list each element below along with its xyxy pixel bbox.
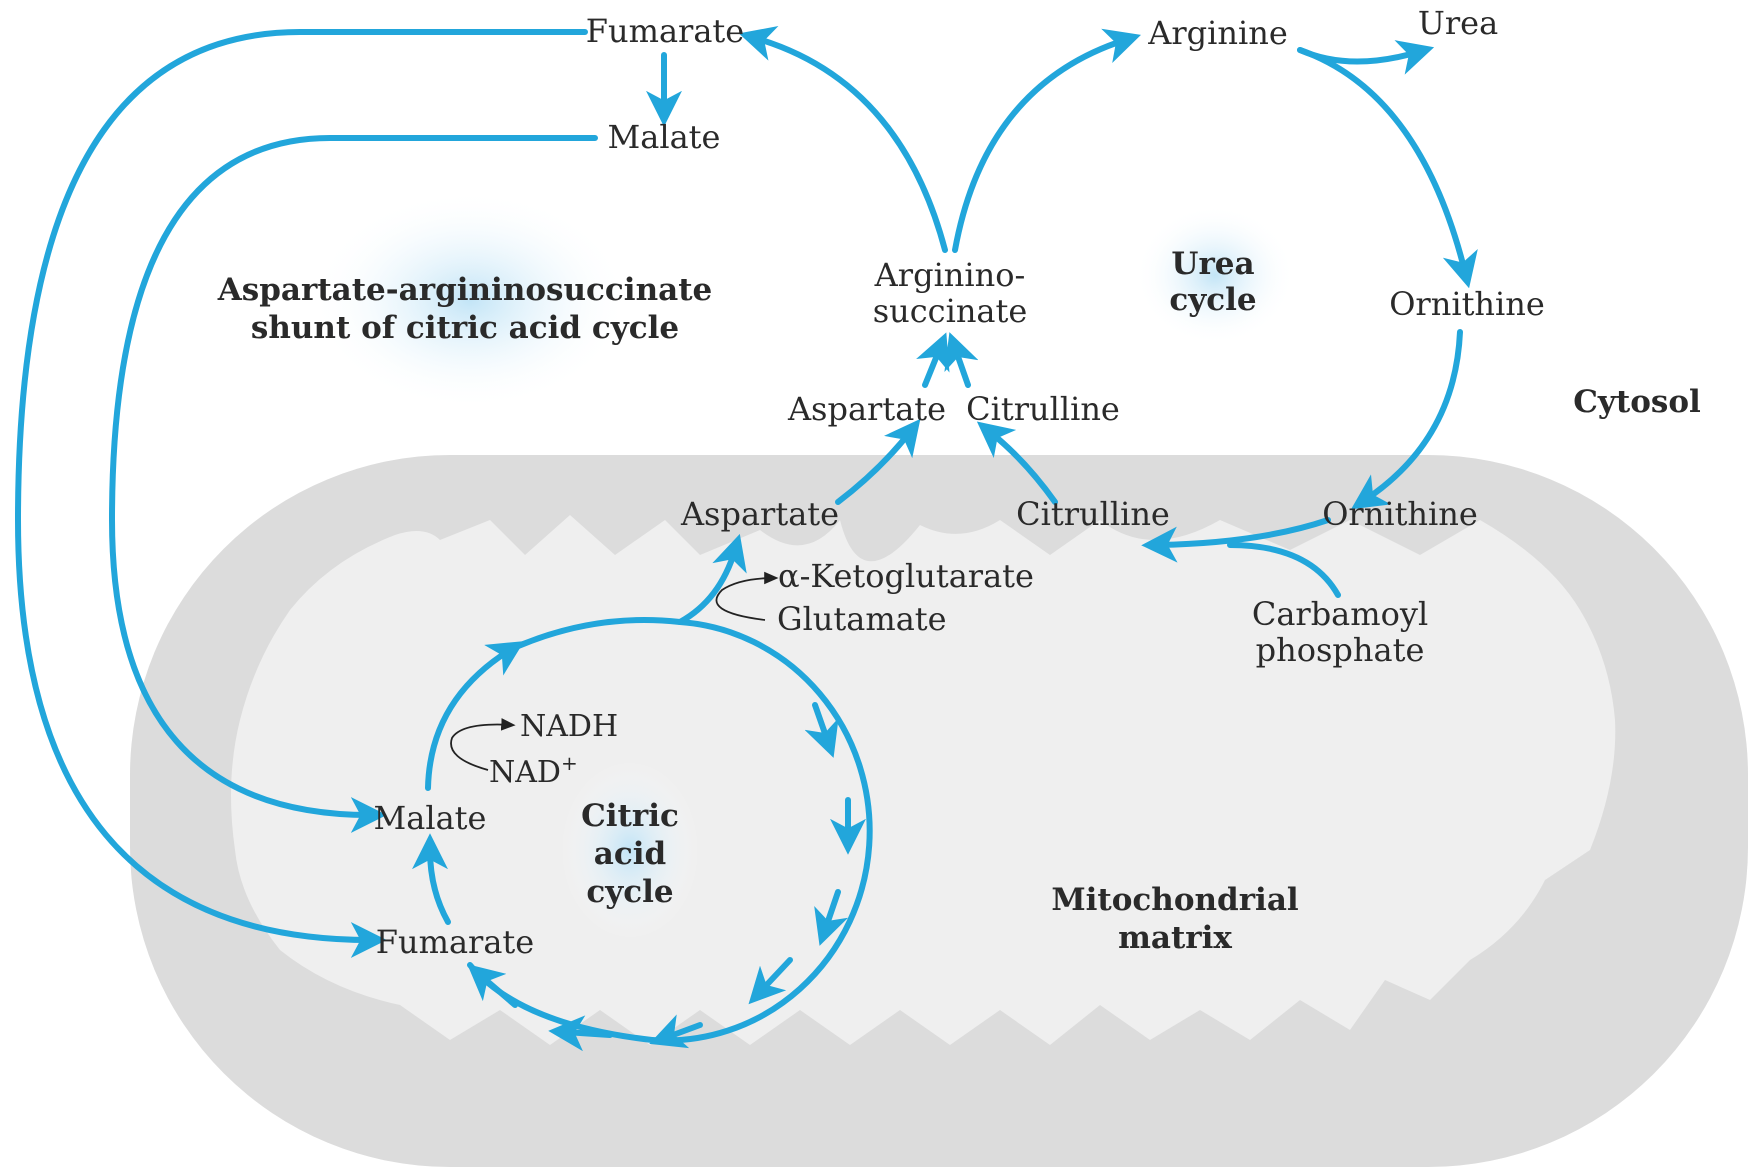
citric-cycle-top: [502, 617, 683, 655]
arrow-aspartate-to-argininosuccinate: [916, 332, 950, 388]
cytosol-citrulline-label: Citrulline: [966, 390, 1120, 428]
cycle-arrowhead-4: [748, 957, 793, 1005]
arrow-citrulline-to-argininosuccinate: [944, 332, 979, 388]
cytosol-aspartate-label: Aspartate: [787, 390, 946, 428]
citric-glow: [560, 760, 700, 940]
citric-cycle-label-line1: Citric: [581, 798, 679, 834]
argininosuccinate-label-line1: Arginino-: [874, 256, 1026, 294]
cytosol-fumarate-label: Fumarate: [586, 12, 744, 50]
urea-cycle-label-line1: Urea: [1171, 246, 1254, 282]
cycle-arrowhead-5: [649, 1014, 703, 1049]
mito-malate-label: Malate: [374, 799, 487, 837]
shunt-glow: [310, 190, 630, 410]
cycle-arrowhead-6: [548, 1015, 613, 1052]
side-reaction-arrows: [450, 571, 779, 771]
citric-cycle-label-line2: acid: [594, 836, 666, 872]
carbamoyl-phosphate-label-line1: Carbamoyl: [1252, 595, 1428, 633]
shunt-label-line2: shunt of citric acid cycle: [251, 310, 679, 346]
glutamate-label: Glutamate: [777, 600, 947, 638]
arrow-malate-to-oxaloacetate: [425, 641, 525, 791]
arrow-ornithine-to-citrulline: [1141, 517, 1331, 563]
matrix-label-line1: Mitochondrial: [1051, 882, 1298, 918]
cytosol-malate-label: Malate: [608, 118, 721, 156]
arginine-label: Arginine: [1147, 14, 1288, 52]
citric-cycle-ring: [649, 619, 873, 1044]
arrow-arginine-to-ornithine: [1297, 47, 1478, 289]
carbamoyl-phosphate-label-line2: phosphate: [1256, 631, 1425, 669]
mitochondrion-inner-membrane: [231, 515, 1616, 1045]
urea-cycle-label-line2: cycle: [1169, 282, 1256, 318]
nadh-label: NADH: [520, 709, 618, 744]
cycle-arrowhead-1: [804, 702, 839, 758]
glutamate-to-ketoglutarate-arrow: [715, 571, 779, 621]
mito-fumarate-label: Fumarate: [376, 923, 534, 961]
matrix-label-line2: matrix: [1118, 920, 1232, 956]
mito-aspartate-label: Aspartate: [680, 495, 839, 533]
argininosuccinate-label-line2: succinate: [873, 292, 1028, 330]
cycle-arrowhead-7: [467, 964, 518, 1008]
labels: Fumarate Malate Arginine Urea Ornithine …: [217, 4, 1701, 961]
cytosol-compartment-label: Cytosol: [1573, 384, 1701, 420]
mitochondrion: [130, 455, 1748, 1167]
arrow-malate-to-mito-malate: [109, 135, 598, 833]
arrow-mito-fumarate-to-malate: [412, 833, 451, 925]
urea-label: Urea: [1418, 4, 1498, 42]
nad-superscript: +: [561, 751, 578, 775]
nad-label: NAD+: [489, 751, 578, 790]
arrow-carbamoyl-to-citrulline: [1227, 542, 1341, 598]
nad-to-nadh-arrow: [450, 718, 516, 771]
arrow-mito-aspartate-to-aspartate: [835, 418, 921, 505]
flow-arrows: [15, 26, 1478, 1052]
ketoglutarate-label: α-Ketoglutarate: [778, 557, 1034, 595]
shunt-label-line1: Aspartate-argininosuccinate: [217, 272, 713, 308]
cytosol-ornithine-label: Ornithine: [1389, 285, 1545, 323]
urea-glow: [1135, 205, 1295, 345]
arrow-oxaloacetate-to-aspartate: [677, 533, 747, 625]
arrow-argininosuccinate-to-fumarate: [738, 26, 948, 253]
arrow-mito-citrulline-to-citrulline: [976, 421, 1058, 505]
arrow-fumarate-to-mito-fumarate: [15, 29, 588, 958]
cycle-arrowhead-3: [814, 889, 849, 946]
mito-ornithine-label: Ornithine: [1322, 495, 1478, 533]
arrow-argininosuccinate-to-arginine: [952, 28, 1141, 253]
mito-citrulline-label: Citrulline: [1016, 495, 1170, 533]
arrow-ornithine-to-mito-ornithine: [1351, 329, 1463, 510]
nad-text: NAD: [489, 755, 561, 790]
citric-cycle-label-line3: cycle: [586, 874, 673, 910]
